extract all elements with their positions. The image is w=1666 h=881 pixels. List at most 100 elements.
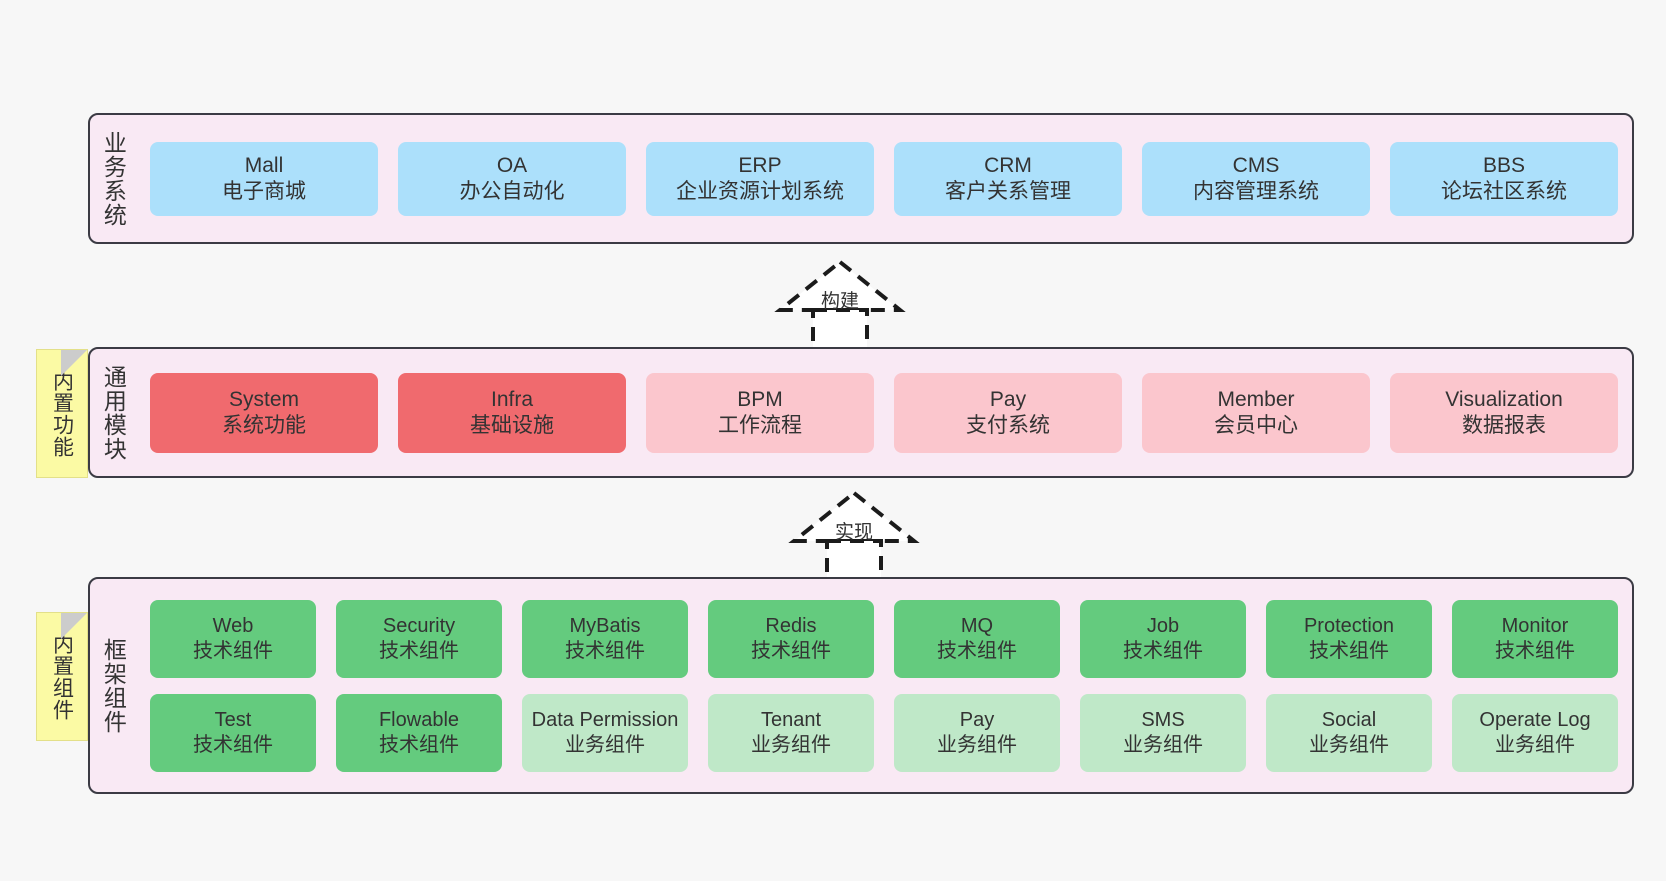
node-data-permission-name: Data Permission bbox=[531, 709, 679, 732]
node-test[interactable]: Test 技术组件 bbox=[150, 693, 316, 772]
node-oa-desc: 办公自动化 bbox=[459, 179, 565, 203]
node-infra-desc: 基础设施 bbox=[470, 413, 554, 437]
node-job-desc: 技术组件 bbox=[1123, 639, 1203, 662]
node-system-name: System bbox=[228, 387, 299, 411]
band-framework-row-2: Test 技术组件 Flowable 技术组件 Data Permission … bbox=[150, 693, 1618, 772]
node-cms-desc: 内容管理系统 bbox=[1193, 179, 1319, 203]
node-crm[interactable]: CRM 客户关系管理 bbox=[894, 141, 1122, 216]
node-job-name: Job bbox=[1146, 615, 1180, 638]
node-mall[interactable]: Mall 电子商城 bbox=[150, 141, 378, 216]
node-cms-name: CMS bbox=[1232, 153, 1280, 177]
node-sms-name: SMS bbox=[1141, 709, 1185, 732]
node-pay-component-name: Pay bbox=[959, 709, 995, 732]
node-flowable[interactable]: Flowable 技术组件 bbox=[336, 693, 502, 772]
band-business-body: Mall 电子商城 OA 办公自动化 ERP 企业资源计划系统 CRM 客户关系… bbox=[136, 115, 1632, 242]
node-security-desc: 技术组件 bbox=[379, 639, 459, 662]
node-security[interactable]: Security 技术组件 bbox=[336, 599, 502, 678]
arrow-label-box bbox=[811, 308, 869, 352]
node-protection[interactable]: Protection 技术组件 bbox=[1266, 599, 1432, 678]
connector-build-arrow bbox=[774, 259, 906, 352]
node-operate-log[interactable]: Operate Log 业务组件 bbox=[1452, 693, 1618, 772]
band-framework-row-1: Web 技术组件 Security 技术组件 MyBatis 技术组件 Redi… bbox=[150, 599, 1618, 678]
band-modules-body: System 系统功能 Infra 基础设施 BPM 工作流程 Pay 支付系统… bbox=[136, 349, 1632, 476]
node-system-desc: 系统功能 bbox=[222, 413, 306, 437]
node-social[interactable]: Social 业务组件 bbox=[1266, 693, 1432, 772]
node-test-name: Test bbox=[214, 709, 252, 732]
arrow-head-triangle bbox=[774, 259, 906, 312]
node-monitor-name: Monitor bbox=[1501, 615, 1569, 638]
band-business-row: Mall 电子商城 OA 办公自动化 ERP 企业资源计划系统 CRM 客户关系… bbox=[150, 141, 1618, 216]
sticky-note-builtin-components: 内置组件 bbox=[36, 612, 88, 741]
node-redis[interactable]: Redis 技术组件 bbox=[708, 599, 874, 678]
node-visualization[interactable]: Visualization 数据报表 bbox=[1390, 372, 1618, 453]
node-infra[interactable]: Infra 基础设施 bbox=[398, 372, 626, 453]
node-infra-name: Infra bbox=[490, 387, 534, 411]
connector-build: 构建 bbox=[750, 256, 930, 352]
node-mybatis-name: MyBatis bbox=[569, 615, 641, 638]
node-tenant-desc: 业务组件 bbox=[751, 733, 831, 756]
node-flowable-name: Flowable bbox=[378, 709, 460, 732]
node-security-name: Security bbox=[382, 615, 456, 638]
node-social-name: Social bbox=[1321, 709, 1377, 732]
node-operate-log-desc: 业务组件 bbox=[1495, 733, 1575, 756]
node-bbs[interactable]: BBS 论坛社区系统 bbox=[1390, 141, 1618, 216]
node-visualization-name: Visualization bbox=[1445, 387, 1563, 411]
band-framework-components: 框架组件 Web 技术组件 Security 技术组件 MyBatis 技术组件… bbox=[88, 577, 1634, 794]
node-mq[interactable]: MQ 技术组件 bbox=[894, 599, 1060, 678]
node-mq-desc: 技术组件 bbox=[937, 639, 1017, 662]
node-job[interactable]: Job 技术组件 bbox=[1080, 599, 1246, 678]
node-crm-desc: 客户关系管理 bbox=[945, 179, 1071, 203]
node-mq-name: MQ bbox=[960, 615, 994, 638]
node-cms[interactable]: CMS 内容管理系统 bbox=[1142, 141, 1370, 216]
node-system[interactable]: System 系统功能 bbox=[150, 372, 378, 453]
sticky-note-builtin-components-label: 内置组件 bbox=[50, 632, 74, 721]
node-sms[interactable]: SMS 业务组件 bbox=[1080, 693, 1246, 772]
connector-implement-arrow bbox=[788, 490, 920, 583]
band-framework-body: Web 技术组件 Security 技术组件 MyBatis 技术组件 Redi… bbox=[136, 579, 1632, 792]
connector-implement-label: 实现 bbox=[834, 522, 873, 543]
node-oa[interactable]: OA 办公自动化 bbox=[398, 141, 626, 216]
node-tenant-name: Tenant bbox=[760, 709, 822, 732]
node-data-permission[interactable]: Data Permission 业务组件 bbox=[522, 693, 688, 772]
node-erp-name: ERP bbox=[738, 153, 782, 177]
node-visualization-desc: 数据报表 bbox=[1462, 413, 1546, 437]
connector-build-label: 构建 bbox=[820, 291, 859, 312]
connector-implement: 实现 bbox=[764, 487, 944, 583]
node-pay-component-desc: 业务组件 bbox=[937, 733, 1017, 756]
node-bpm-desc: 工作流程 bbox=[718, 413, 802, 437]
band-business-systems: 业务系统 Mall 电子商城 OA 办公自动化 ERP 企业资源计划系统 CRM… bbox=[88, 113, 1634, 244]
node-pay-module-name: Pay bbox=[989, 387, 1027, 411]
band-business-title: 业务系统 bbox=[100, 130, 127, 227]
node-bpm-name: BPM bbox=[737, 387, 783, 411]
node-social-desc: 业务组件 bbox=[1309, 733, 1389, 756]
node-member[interactable]: Member 会员中心 bbox=[1142, 372, 1370, 453]
band-framework-title: 框架组件 bbox=[100, 637, 127, 734]
node-mybatis-desc: 技术组件 bbox=[565, 639, 645, 662]
node-member-name: Member bbox=[1217, 387, 1295, 411]
node-bbs-desc: 论坛社区系统 bbox=[1441, 179, 1567, 203]
arrow-label-box bbox=[825, 539, 883, 583]
node-pay-component[interactable]: Pay 业务组件 bbox=[894, 693, 1060, 772]
band-common-modules: 通用模块 System 系统功能 Infra 基础设施 BPM 工作流程 Pay… bbox=[88, 347, 1634, 478]
node-test-desc: 技术组件 bbox=[193, 733, 273, 756]
node-operate-log-name: Operate Log bbox=[1479, 709, 1591, 732]
node-monitor[interactable]: Monitor 技术组件 bbox=[1452, 599, 1618, 678]
node-bpm[interactable]: BPM 工作流程 bbox=[646, 372, 874, 453]
node-crm-name: CRM bbox=[984, 153, 1032, 177]
node-sms-desc: 业务组件 bbox=[1123, 733, 1203, 756]
node-pay-module[interactable]: Pay 支付系统 bbox=[894, 372, 1122, 453]
sticky-note-builtin-features: 内置功能 bbox=[36, 349, 88, 478]
node-erp[interactable]: ERP 企业资源计划系统 bbox=[646, 141, 874, 216]
node-web[interactable]: Web 技术组件 bbox=[150, 599, 316, 678]
node-erp-desc: 企业资源计划系统 bbox=[676, 179, 844, 203]
node-monitor-desc: 技术组件 bbox=[1495, 639, 1575, 662]
node-mybatis[interactable]: MyBatis 技术组件 bbox=[522, 599, 688, 678]
band-modules-title: 通用模块 bbox=[100, 364, 127, 461]
node-mall-name: Mall bbox=[244, 153, 284, 177]
node-protection-name: Protection bbox=[1303, 615, 1395, 638]
band-modules-row: System 系统功能 Infra 基础设施 BPM 工作流程 Pay 支付系统… bbox=[150, 372, 1618, 453]
node-data-permission-desc: 业务组件 bbox=[565, 733, 645, 756]
node-pay-module-desc: 支付系统 bbox=[966, 413, 1050, 437]
node-tenant[interactable]: Tenant 业务组件 bbox=[708, 693, 874, 772]
